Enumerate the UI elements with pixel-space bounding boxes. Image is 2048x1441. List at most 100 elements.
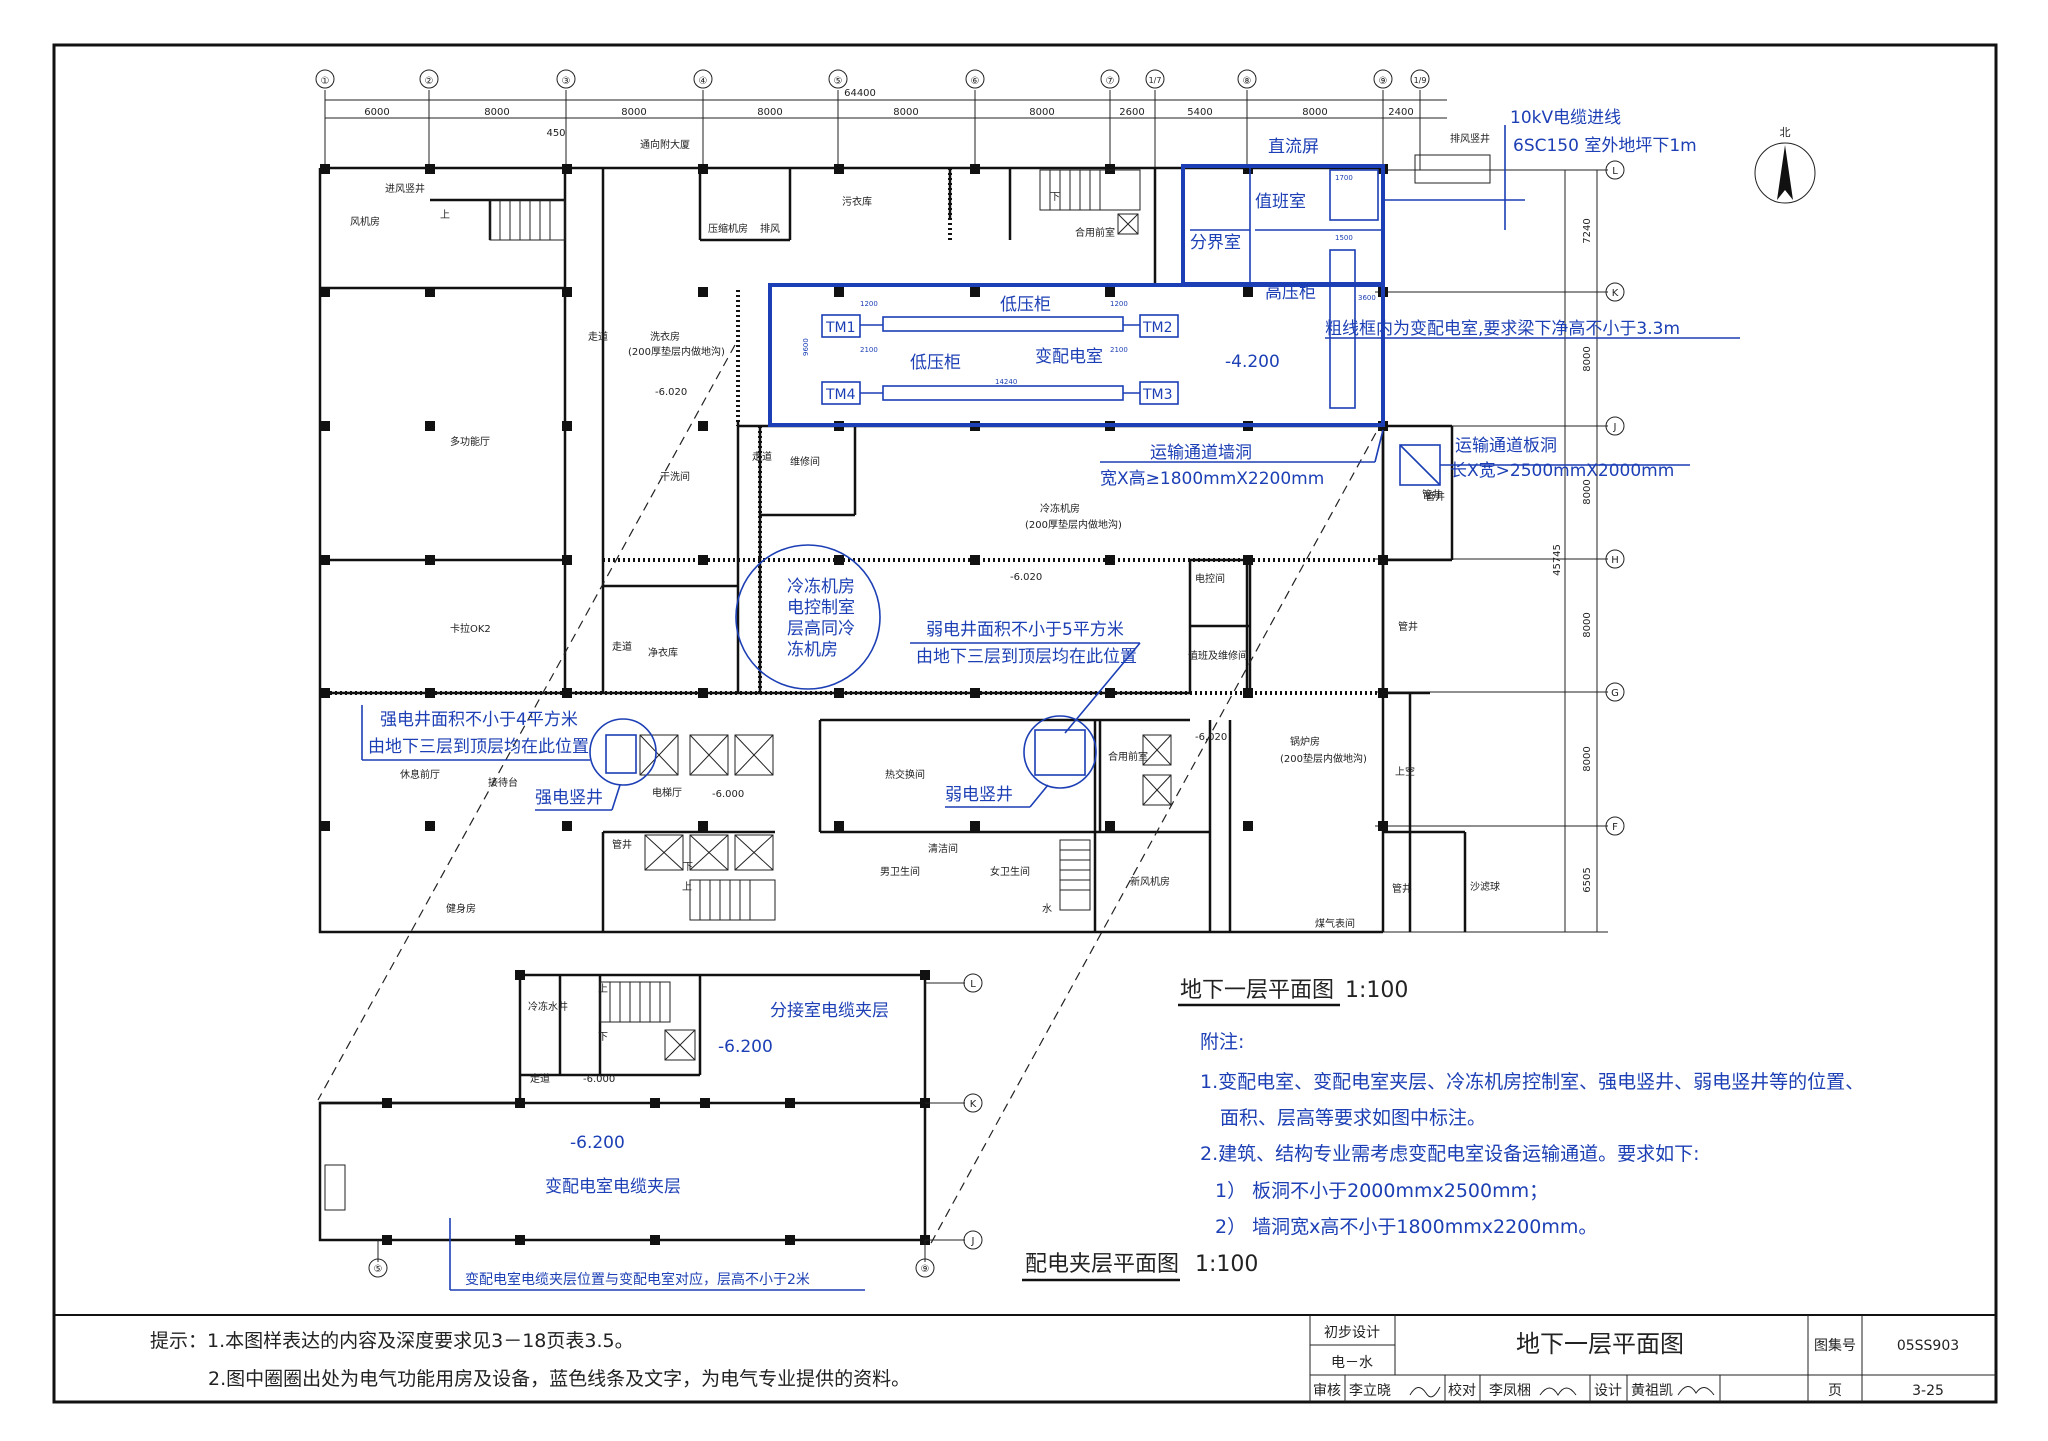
axis-label: K (970, 1099, 977, 1110)
cable-in-note: 6SC150 室外地坪下1m (1513, 136, 1697, 156)
branch-mezz-label: 分接室电缆夹层 (770, 1001, 889, 1021)
note-line: 1） 板洞不小于2000mmx2500mm； (1215, 1180, 1548, 1202)
dim: 8000 (484, 107, 509, 118)
dim: 3600 (1358, 294, 1376, 302)
room-label: 走道 (752, 450, 772, 463)
axis-label: ⑦ (1106, 76, 1115, 87)
dim: 2400 (1388, 107, 1413, 118)
elevation: -6.020 (1010, 572, 1042, 583)
room-label: 走道 (612, 640, 632, 653)
strong-shaft-note: 强电井面积不小于4平方米 (380, 710, 578, 730)
chiller-control-callout: 冷冻机房 电控制室 层高同冷 冻机房 弱电井面积不小于5平方米 由地下三层到顶层… (735, 544, 1141, 734)
division-room-label: 分界室 (1190, 233, 1241, 253)
dim: 1200 (1110, 300, 1128, 308)
notes-heading: 附注: (1200, 1031, 1244, 1053)
checker-name: 李凤梱 (1489, 1383, 1531, 1399)
room-label: 管井 (1422, 488, 1442, 501)
strong-shaft-label: 强电竖井 (535, 788, 603, 808)
signature (1539, 1387, 1577, 1397)
substation-area (768, 125, 1690, 486)
dim: 8000 (1582, 746, 1593, 771)
elevation: -6.200 (718, 1037, 773, 1057)
stair-up: 上 (440, 209, 450, 221)
room-label: 风机房 (350, 215, 380, 228)
room-label: 上空 (1395, 765, 1415, 778)
dim: 2100 (1110, 346, 1128, 354)
dim: 8000 (1029, 107, 1054, 118)
room-label: 走道 (588, 330, 608, 343)
room-label: 通向附大厦 (640, 138, 690, 151)
sheet-title: 地下一层平面图 (1516, 1330, 1684, 1358)
duty-room-label: 值班室 (1255, 192, 1306, 212)
weak-shaft-label: 弱电竖井 (945, 785, 1013, 805)
room-label: 管井 (1392, 882, 1412, 895)
room-label: 合用前室 (1075, 226, 1115, 239)
check-label: 校对 (1448, 1382, 1476, 1399)
axis-label: ④ (699, 76, 708, 87)
transformer-label: TM4 (825, 387, 856, 403)
stair-up: 上 (682, 881, 692, 893)
callout-text: 冷冻机房 (787, 577, 855, 597)
substation-labels: 直流屏 值班室 分界室 高压柜 低压柜 低压柜 变配电室 TM1 TM2 TM3… (802, 108, 1740, 489)
atlas-number: 05SS903 (1897, 1338, 1959, 1354)
room-label: 煤气表间 (1315, 917, 1355, 930)
room-label: 合用前室 (1108, 750, 1148, 763)
axis-label: ② (425, 76, 434, 87)
room-label: 管井 (612, 838, 632, 851)
room-label: 电控间 (1195, 572, 1225, 585)
weak-shaft-callout: 弱电竖井 (945, 715, 1097, 808)
axis-label: ⑧ (1243, 76, 1252, 87)
axis-label: ⑨ (921, 1264, 930, 1275)
review-label: 审核 (1313, 1383, 1341, 1399)
room-label: 净衣库 (648, 646, 678, 659)
hv-cabinet-label: 高压柜 (1265, 283, 1316, 303)
dim: 14240 (995, 378, 1017, 386)
room-label: (200垫层内做地沟) (1280, 752, 1367, 765)
stair-up: 上 (598, 983, 608, 995)
callout-text: 冻机房 (787, 640, 838, 660)
room-labels: 风机房 进风竖井 通向附大厦 污衣库 压缩机房 排风 合用前室 洗衣房 (200… (350, 132, 1500, 930)
room-label: 洗衣房 (650, 330, 680, 343)
dim: 8000 (757, 107, 782, 118)
atlas-label: 图集号 (1814, 1337, 1856, 1354)
axis-label: H (1611, 555, 1619, 566)
dim: 8000 (1582, 479, 1593, 504)
mezz-note: 变配电室电缆夹层位置与变配电室对应，层高不小于2米 (465, 1271, 810, 1288)
axis-label: 1/9 (1414, 76, 1427, 85)
dim: 8000 (1582, 346, 1593, 371)
room-label: 冷冻水井 (528, 1000, 568, 1013)
elevation: -6.020 (655, 387, 687, 398)
lv-cabinet-label: 低压柜 (1000, 295, 1051, 315)
substation-label: 变配电室 (1035, 347, 1103, 367)
room-label: (200厚垫层内做地沟) (1025, 518, 1122, 531)
axis-label: G (1611, 688, 1619, 699)
plan-title: 地下一层平面图 1:100 (1178, 978, 1408, 1007)
room-label: 健身房 (446, 902, 476, 915)
dim: 2600 (1119, 107, 1144, 118)
axis-label: ⑨ (1379, 76, 1388, 87)
dim: 1200 (860, 300, 878, 308)
dim-total: 64400 (844, 88, 876, 99)
weak-shaft-note: 由地下三层到顶层均在此位置 (916, 647, 1137, 667)
dim: 6505 (1582, 867, 1593, 892)
room-label: 压缩机房 (708, 222, 748, 235)
stair-down: 下 (1050, 192, 1060, 203)
stair-down: 下 (683, 862, 693, 873)
room-label: 维修间 (790, 455, 820, 468)
room-label: 热交换间 (885, 768, 925, 781)
cable-in-note: 10kV电缆进线 (1510, 108, 1621, 128)
north-arrow-icon: 北 (1754, 126, 1816, 204)
dim: 1700 (1335, 174, 1353, 182)
axis-label: ① (321, 76, 330, 87)
room-label: 女卫生间 (990, 865, 1030, 878)
room-label: 锅炉房 (1290, 735, 1320, 748)
axis-label: J (971, 1236, 975, 1247)
axis-label: ⑥ (971, 76, 980, 87)
transport-wall-size: 宽X高≥1800mmX2200mm (1100, 469, 1324, 489)
mezz-scale: 1:100 (1195, 1252, 1258, 1277)
dim: 45745 (1552, 544, 1563, 576)
elevation: -6.000 (583, 1074, 615, 1085)
design-label: 设计 (1594, 1383, 1622, 1399)
note-line: 2） 墙洞宽x高不小于1800mmx2200mm。 (1215, 1216, 1597, 1238)
drawing-frame (52, 43, 1998, 1404)
